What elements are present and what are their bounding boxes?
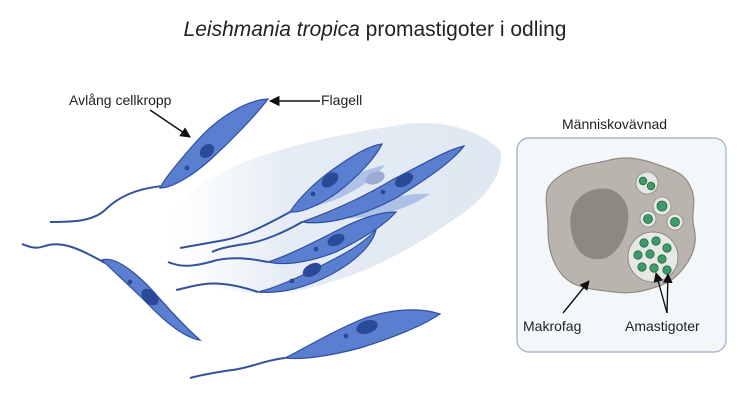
- macrophage-nucleus: [570, 188, 629, 260]
- amastigote-arrow: [653, 272, 668, 314]
- nucleus: [199, 144, 215, 158]
- nucleus: [394, 172, 414, 188]
- flagellum: [49, 185, 164, 223]
- figure-title: Leishmania tropica promastigoter i odlin…: [0, 18, 750, 42]
- macrophage-label: Makrofag: [523, 318, 582, 334]
- cell-body: [282, 309, 442, 360]
- flagellum-label: Flagell: [321, 92, 363, 108]
- amastigote: [638, 176, 648, 186]
- flagellum: [175, 282, 259, 293]
- amastigotes-label: Amastigoter: [625, 318, 700, 334]
- flagellum: [167, 257, 269, 267]
- flagellum: [211, 221, 303, 253]
- macrophage-arrow: [562, 280, 590, 314]
- amastigote: [651, 236, 661, 246]
- nucleus: [321, 172, 339, 188]
- kinetoplast: [343, 333, 349, 339]
- vacuole: [635, 171, 659, 195]
- kinetoplast: [289, 278, 295, 284]
- amastigote: [670, 217, 680, 227]
- nucleus: [327, 233, 345, 247]
- nucleus: [356, 319, 378, 335]
- nucleus: [141, 288, 159, 306]
- kinetoplast: [310, 191, 316, 197]
- promastigote-cell: [49, 98, 270, 223]
- cell-body: [301, 145, 466, 224]
- kinetoplast: [380, 189, 386, 195]
- amastigote: [637, 262, 647, 272]
- amastigote: [662, 243, 672, 253]
- promastigote-cell: [21, 243, 202, 341]
- kinetoplast: [313, 246, 319, 252]
- amastigote: [656, 200, 668, 212]
- flagellum: [189, 357, 286, 379]
- amastigote-arrow: [662, 273, 673, 314]
- motion-blur-background: [169, 122, 501, 294]
- amastigote: [633, 250, 643, 260]
- cell-body-arrow: [149, 109, 191, 138]
- promastigote-cell: [189, 309, 442, 379]
- kinetoplast: [127, 279, 133, 285]
- flagellum: [21, 243, 106, 264]
- amastigote: [657, 254, 667, 264]
- promastigote-cell: [167, 211, 398, 267]
- amastigote: [662, 265, 672, 275]
- cell-body-label: Avlång cellkropp: [69, 92, 172, 108]
- amastigote: [643, 214, 653, 224]
- amastigote-cluster: [633, 236, 672, 275]
- kinetoplast: [184, 165, 190, 171]
- promastigote-cell: [211, 145, 466, 253]
- flagellum: [179, 211, 291, 249]
- nucleus: [302, 262, 322, 278]
- tissue-panel-label: Människovävnad: [562, 116, 668, 132]
- species-name: Leishmania tropica: [183, 18, 360, 41]
- amastigote: [649, 263, 659, 273]
- promastigote-cell: [175, 228, 378, 293]
- promastigote-cell: [179, 143, 384, 249]
- amastigote: [646, 181, 656, 191]
- amastigote: [645, 249, 655, 259]
- amastigote: [639, 238, 649, 248]
- title-rest: promastigoter i odling: [365, 18, 567, 41]
- macrophage-cell: [545, 157, 696, 294]
